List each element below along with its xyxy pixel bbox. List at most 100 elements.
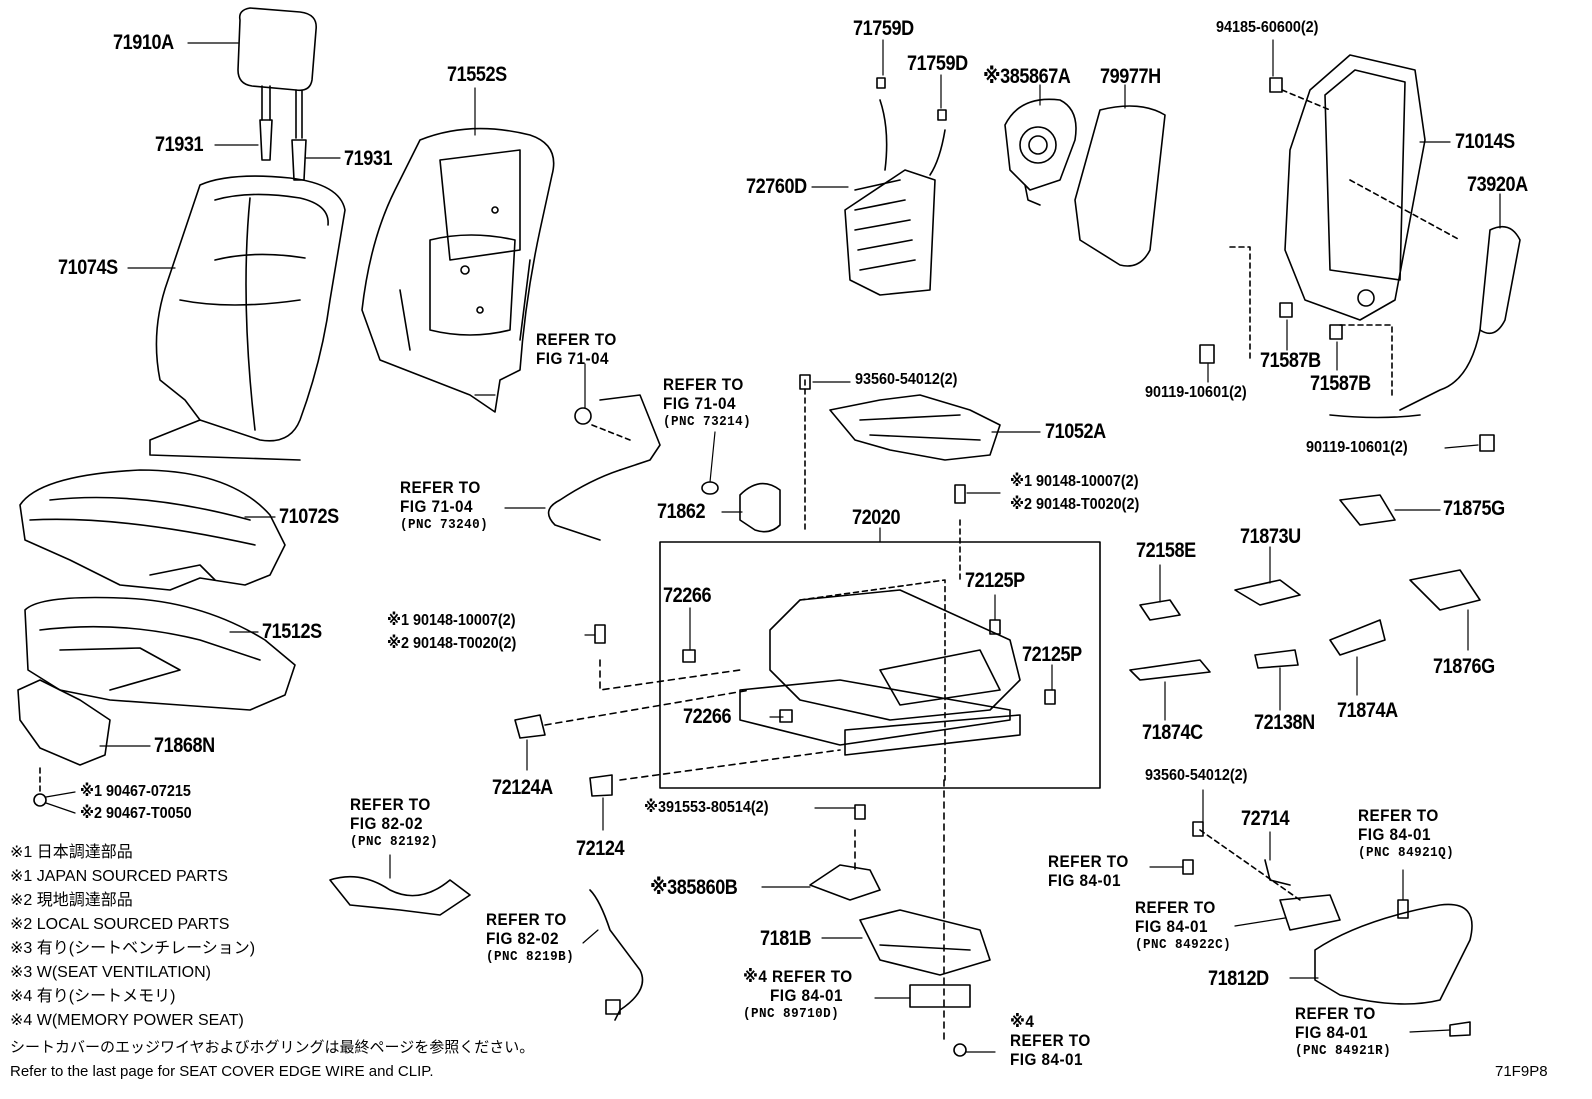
refer-line2: FIG 84-01 [770, 986, 843, 1005]
right-side-parts [1129, 494, 1481, 681]
wire-harness-82192 [329, 875, 471, 916]
leader-lines [45, 39, 1501, 1053]
side-airbag-illustration [1329, 225, 1521, 419]
part-label-71931-b: 71931 [344, 147, 393, 170]
part-label-90467-07215: ※1 90467-07215 [80, 783, 191, 800]
legend-item: ※3 W(SEAT VENTILATION) [10, 964, 211, 981]
refer-line1: ※4 [1010, 1012, 1035, 1031]
part-label-71931-a: 71931 [155, 133, 204, 156]
part-label-90119-10601-a: 90119-10601(2) [1145, 384, 1247, 401]
refer-line2: FIG 71-04 [663, 394, 736, 413]
refer-pnc: (PNC 8219B) [486, 949, 575, 965]
legend-item: ※1 JAPAN SOURCED PARTS [10, 868, 228, 885]
part-label-85867A: ※385867A [983, 65, 1071, 88]
part-label-94185-60600: 94185-60600(2) [1216, 19, 1319, 36]
refer-callout-5: REFER TO FIG 82-02 (PNC 8219B) [486, 910, 574, 967]
part-label-93560-54012-a: 93560-54012(2) [855, 371, 958, 388]
lifter-link-illustration [799, 374, 1001, 531]
part-label-71074S: 71074S [58, 256, 118, 279]
refer-line1: REFER TO [1135, 898, 1216, 917]
part-label-72266-a: 72266 [663, 584, 712, 607]
ventilation-blower-illustration [1004, 98, 1077, 206]
part-label-7181B: 7181B [760, 927, 812, 950]
part-label-72158E: 72158E [1136, 539, 1196, 562]
refer-pnc: (PNC 73214) [663, 414, 752, 430]
part-label-72760D: 72760D [746, 175, 807, 198]
part-label-72266-b: 72266 [683, 705, 732, 728]
refer-line2: FIG 84-01 [1295, 1023, 1368, 1042]
part-label-71868N: 71868N [154, 734, 215, 757]
refer-line2: FIG 82-02 [350, 814, 423, 833]
side-cover-illustration [739, 482, 781, 533]
part-label-71587B-a: 71587B [1260, 349, 1321, 372]
part-label-72125P-a: 72125P [965, 569, 1025, 592]
refer-line1: REFER TO [1048, 852, 1129, 871]
refer-callout-2: REFER TO FIG 71-04 (PNC 73214) [663, 375, 751, 432]
seatback-frame-illustration [1269, 54, 1461, 321]
refer-line1: REFER TO [1358, 806, 1439, 825]
shield-illustration [17, 679, 111, 807]
seat-track-illustration [682, 519, 1056, 781]
refer-pnc: (PNC 73240) [400, 517, 489, 533]
seatback-pad-illustration [361, 127, 555, 413]
headrest-illustration [237, 7, 317, 181]
part-label-71552S: 71552S [447, 63, 507, 86]
cushion-pad-illustration [24, 596, 296, 711]
refer-pnc: (PNC 84922C) [1135, 937, 1232, 953]
part-label-73920A: 73920A [1467, 173, 1528, 196]
legend: ※1 日本調達部品 ※1 JAPAN SOURCED PARTS ※2 現地調達… [10, 841, 255, 1033]
frame-7181B-illustration [859, 909, 991, 976]
part-label-93560-54012-b: 93560-54012(2) [1145, 767, 1248, 784]
refer-line2: FIG 71-04 [400, 497, 473, 516]
legend-item: ※2 現地調達部品 [10, 892, 133, 909]
part-label-90467-T0050: ※2 90467-T0050 [80, 805, 192, 822]
refer-line1: REFER TO [536, 330, 617, 349]
part-label-72124: 72124 [576, 837, 625, 860]
part-label-90148-T0020-right: ※2 90148-T0020(2) [1010, 496, 1140, 513]
refer-callout-3: REFER TO FIG 71-04 (PNC 73240) [400, 478, 488, 535]
part-label-71873U: 71873U [1240, 525, 1301, 548]
legend-item: ※2 LOCAL SOURCED PARTS [10, 916, 230, 933]
part-label-71587B-b: 71587B [1310, 372, 1371, 395]
part-label-72714: 72714 [1241, 807, 1290, 830]
part-label-72125P-b: 72125P [1022, 643, 1082, 666]
figure-code: 71F9P8 [1495, 1063, 1548, 1080]
part-label-71052A: 71052A [1045, 420, 1106, 443]
refer-callout-11: REFER TO FIG 84-01 (PNC 84921R) [1295, 1004, 1391, 1061]
part-label-71874A: 71874A [1337, 699, 1398, 722]
part-label-72020: 72020 [852, 506, 901, 529]
bolt-bottom [953, 1043, 967, 1057]
refer-callout-10: REFER TO FIG 84-01 (PNC 84921Q) [1358, 806, 1454, 863]
seatbelt-buckle-illustration [547, 394, 719, 541]
refer-line2: FIG 82-02 [486, 929, 559, 948]
part-label-71512S: 71512S [262, 620, 322, 643]
refer-pnc: (PNC 82192) [350, 834, 439, 850]
ventilation-pad-illustration [1074, 105, 1166, 267]
refer-line1: ※4 REFER TO [743, 967, 853, 986]
refer-line2: REFER TO [1010, 1031, 1091, 1050]
refer-pnc: (PNC 84921R) [1295, 1043, 1392, 1059]
part-label-71759D-b: 71759D [907, 52, 968, 75]
refer-pnc: (PNC 89710D) [743, 1006, 840, 1022]
legend-item: ※4 有り(シートメモリ) [10, 988, 176, 1005]
refer-line1: REFER TO [350, 795, 431, 814]
dashed-leaders [544, 659, 945, 1041]
part-label-71072S: 71072S [279, 505, 339, 528]
ventilation-unit-illustration [809, 804, 881, 901]
part-label-90148-10007-right: ※1 90148-10007(2) [1010, 473, 1139, 490]
bracket-72124 [589, 774, 613, 797]
refer-line2: FIG 84-01 [1358, 825, 1431, 844]
note-english: Refer to the last page for SEAT COVER ED… [10, 1063, 434, 1080]
refer-callout-6: ※4 REFER TO FIG 84-01 (PNC 89710D) [743, 967, 853, 1024]
part-label-71875G: 71875G [1443, 497, 1505, 520]
bolt-right [954, 484, 966, 504]
part-label-71812D: 71812D [1208, 967, 1269, 990]
part-label-71874C: 71874C [1142, 721, 1203, 744]
part-label-71759D-a: 71759D [853, 17, 914, 40]
refer-line1: REFER TO [486, 910, 567, 929]
refer-line1: REFER TO [1295, 1004, 1376, 1023]
part-label-71876G: 71876G [1433, 655, 1495, 678]
bracket-72124A [514, 714, 546, 739]
part-label-85860B: ※385860B [650, 876, 738, 899]
